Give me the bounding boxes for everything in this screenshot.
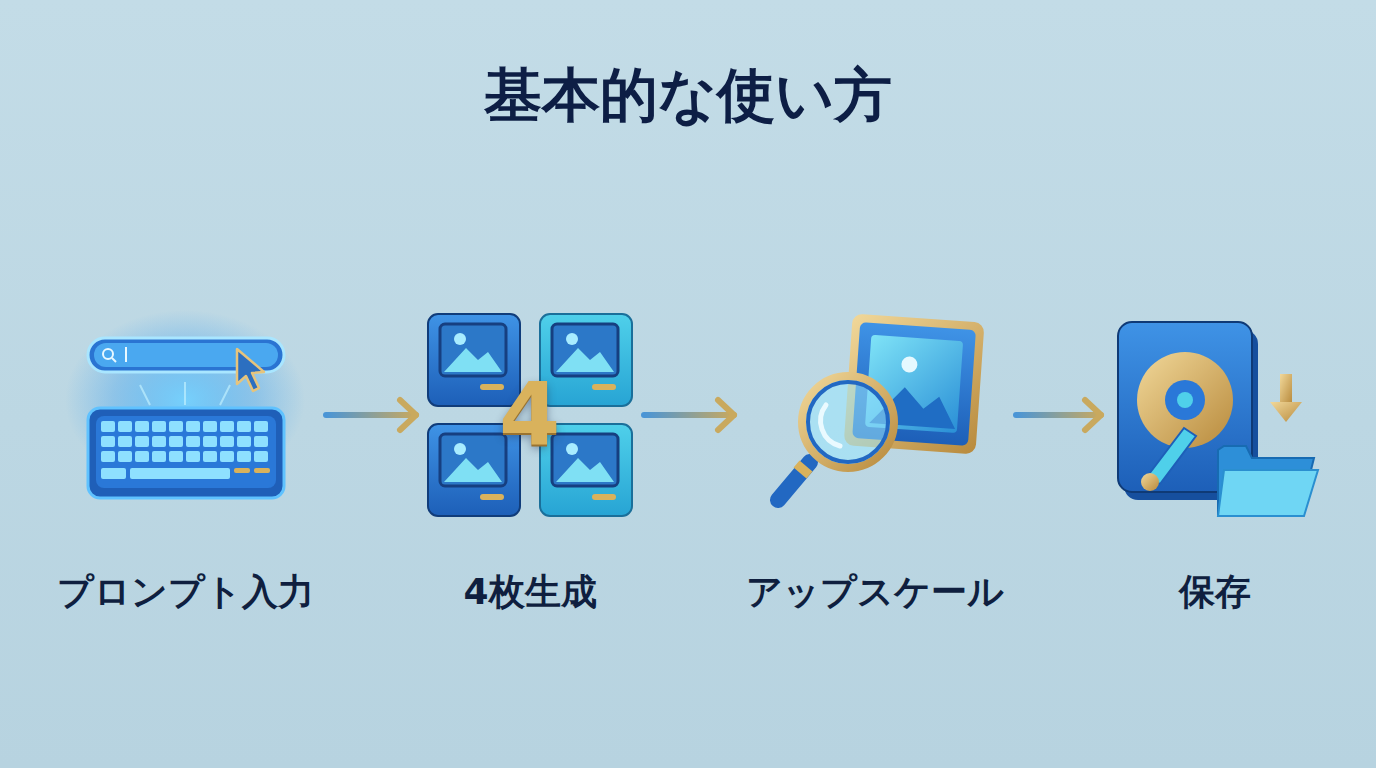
- prompt-input-icon: [65, 310, 305, 498]
- step-label: 4枚生成: [420, 570, 640, 614]
- flow-arrow: [644, 400, 734, 430]
- diagram-title: 基本的な使い方: [0, 58, 1376, 132]
- step-label: プロンプト入力: [49, 570, 322, 614]
- icon-space: [738, 300, 1012, 570]
- step-label: アップスケール: [738, 570, 1012, 614]
- step-label: 保存: [1105, 570, 1325, 614]
- flow-arrow: [1016, 400, 1101, 430]
- four-images-icon: [428, 314, 632, 516]
- icon-space: [49, 300, 322, 570]
- upscale-icon: [778, 313, 985, 500]
- step-node: 保存: [1105, 300, 1325, 614]
- step-node: アップスケール: [738, 300, 1012, 614]
- count-number: 4: [499, 367, 560, 463]
- step-node: プロンプト入力: [49, 300, 322, 614]
- flow-arrow: [326, 400, 416, 430]
- icon-space: [1105, 300, 1325, 570]
- save-icon: [1118, 322, 1318, 516]
